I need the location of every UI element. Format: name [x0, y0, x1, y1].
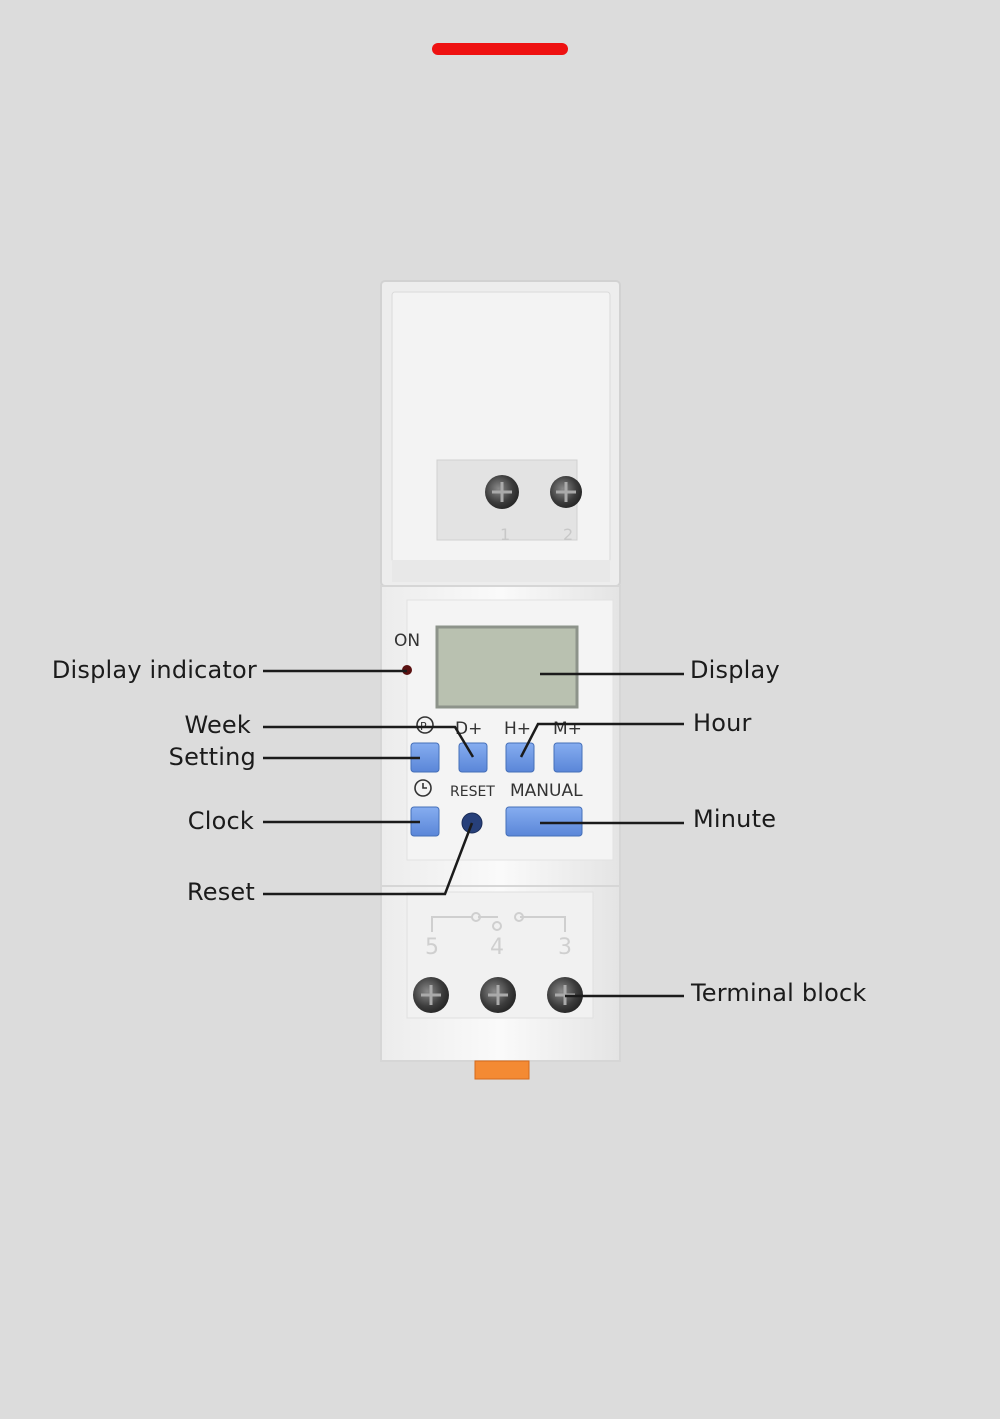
- top-terminal-screw-1: [485, 475, 519, 509]
- on-indicator-led: [402, 665, 412, 675]
- lcd-display: [435, 625, 579, 709]
- week-button[interactable]: [458, 742, 488, 773]
- hour-button[interactable]: [505, 742, 535, 773]
- clock-button[interactable]: [410, 806, 440, 837]
- manual-label: MANUAL: [510, 781, 583, 801]
- terminal-label-4: 4: [490, 935, 504, 960]
- h-plus-label: H+: [504, 719, 531, 739]
- terminal-screw-4: [480, 977, 516, 1013]
- m-plus-label: M+: [553, 719, 582, 739]
- top-terminal-screw-2: [550, 476, 582, 508]
- callout-display-indicator: Display indicator: [51, 656, 257, 684]
- top-terminal-label-2: 2: [563, 525, 573, 544]
- terminal-screw-3: [547, 977, 583, 1013]
- callout-week: Week: [184, 711, 251, 739]
- setting-button[interactable]: [410, 742, 440, 773]
- terminal-label-3: 3: [558, 935, 572, 960]
- terminal-screw-5: [413, 977, 449, 1013]
- minute-button[interactable]: [553, 742, 583, 773]
- terminal-housing: [380, 885, 621, 1080]
- on-label: ON: [394, 631, 420, 651]
- reset-label: RESET: [450, 784, 495, 800]
- clock-icon: [414, 779, 432, 797]
- callout-minute: Minute: [693, 805, 777, 833]
- manual-button[interactable]: [505, 806, 583, 837]
- terminal-label-5: 5: [425, 935, 439, 960]
- callout-display: Display: [690, 656, 780, 684]
- top-terminal-label-1: 1: [500, 525, 510, 544]
- d-plus-label: D+: [455, 719, 482, 739]
- callout-terminal-block: Terminal block: [691, 979, 867, 1007]
- callout-hour: Hour: [693, 709, 752, 737]
- reset-button[interactable]: [461, 812, 483, 834]
- callout-clock: Clock: [187, 807, 254, 835]
- callout-setting: Setting: [168, 743, 256, 771]
- callout-reset: Reset: [186, 878, 255, 906]
- red-accent-bar: [432, 43, 568, 55]
- svg-text:P: P: [420, 720, 427, 733]
